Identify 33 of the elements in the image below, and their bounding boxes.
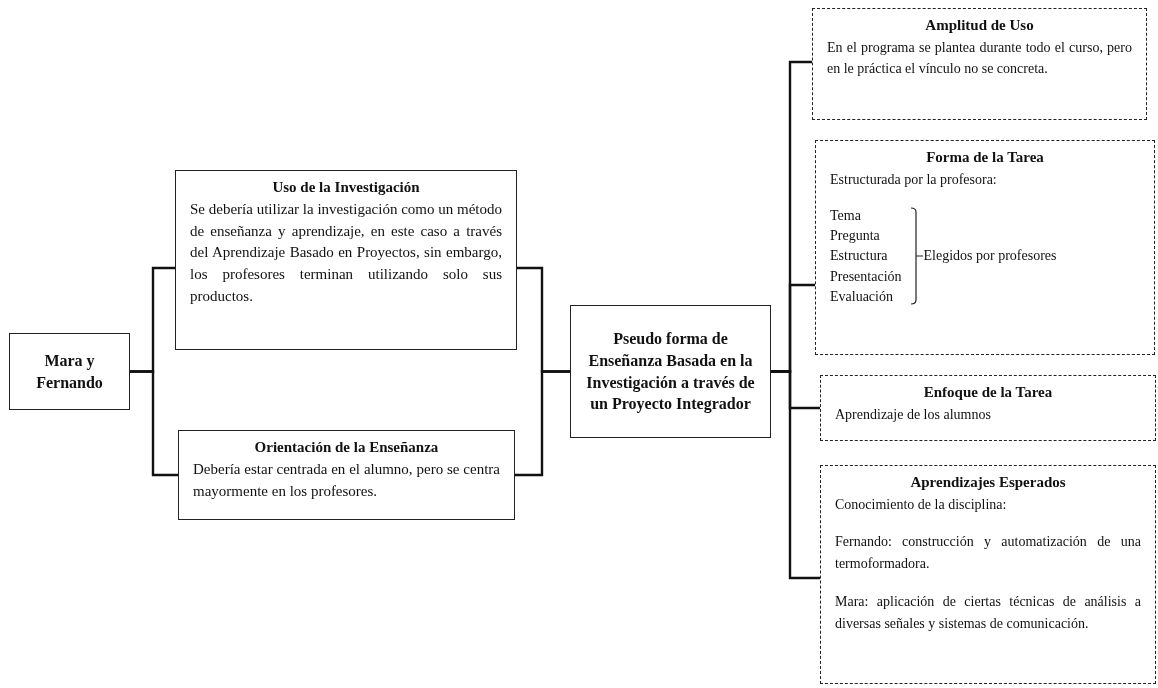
connector-line xyxy=(130,370,178,477)
process-box xyxy=(175,170,517,350)
dashed-box xyxy=(820,465,1156,684)
dashed-box xyxy=(812,8,1147,120)
bracket-note: Elegidos por profesores xyxy=(923,247,1057,266)
node-body-text: Debería estar centrada en el alumno, pero se centra mayormente en los profesores. xyxy=(193,459,500,501)
process-box xyxy=(9,333,130,410)
connector-line xyxy=(771,370,820,580)
node-body-text: Fernando: construcción y automatización de una termoformadora. xyxy=(835,533,1141,574)
node-heading: Enfoque de la Tarea xyxy=(922,383,1054,402)
node-body-text: Conocimiento de la disciplina: xyxy=(835,495,1008,514)
node-heading: Forma de la Tarea xyxy=(925,148,1045,167)
node-body-text: Aprendizaje de los alumnos xyxy=(835,405,992,424)
list-item: Estructura xyxy=(830,247,889,266)
node-body-text: Se debería utilizar la investigación como un método de enseñanza y aprendizaje, en este caso a través del Aprendizaje Basado en Proyectos, sin embargo, los profesores terminan utilizando solo sus productos. xyxy=(190,199,502,306)
node-body-text: Mara: aplicación de ciertas técnicas de análisis a diversas señales y sistemas de comunicación. xyxy=(835,592,1141,633)
list-item: Tema xyxy=(830,206,862,225)
node-heading: Orientación de la Enseñanza xyxy=(253,438,440,457)
connector-line xyxy=(515,370,570,477)
node-heading: Amplitud de Uso xyxy=(924,16,1035,35)
node-heading: Uso de la Investigación xyxy=(271,178,421,197)
dashed-box xyxy=(815,140,1155,355)
node-heading: Aprendizajes Esperados xyxy=(909,473,1067,492)
list-item: Evaluación xyxy=(830,287,894,306)
node-title: Pseudo forma de Enseñanza Basada en la Investigación a través de un Proyecto Integrador xyxy=(585,329,756,415)
process-box xyxy=(178,430,515,520)
list-item: Pregunta xyxy=(830,227,881,245)
dashed-box xyxy=(820,375,1156,441)
process-box xyxy=(570,305,771,438)
node-title: Mara y Fernando xyxy=(35,350,104,393)
list-item: Presentación xyxy=(830,267,902,286)
node-body-text: Estructurada por la profesora: xyxy=(830,170,998,189)
node-body-text: En el programa se plantea durante todo el curso, pero en le práctica el vínculo no se concreta. xyxy=(827,38,1132,79)
